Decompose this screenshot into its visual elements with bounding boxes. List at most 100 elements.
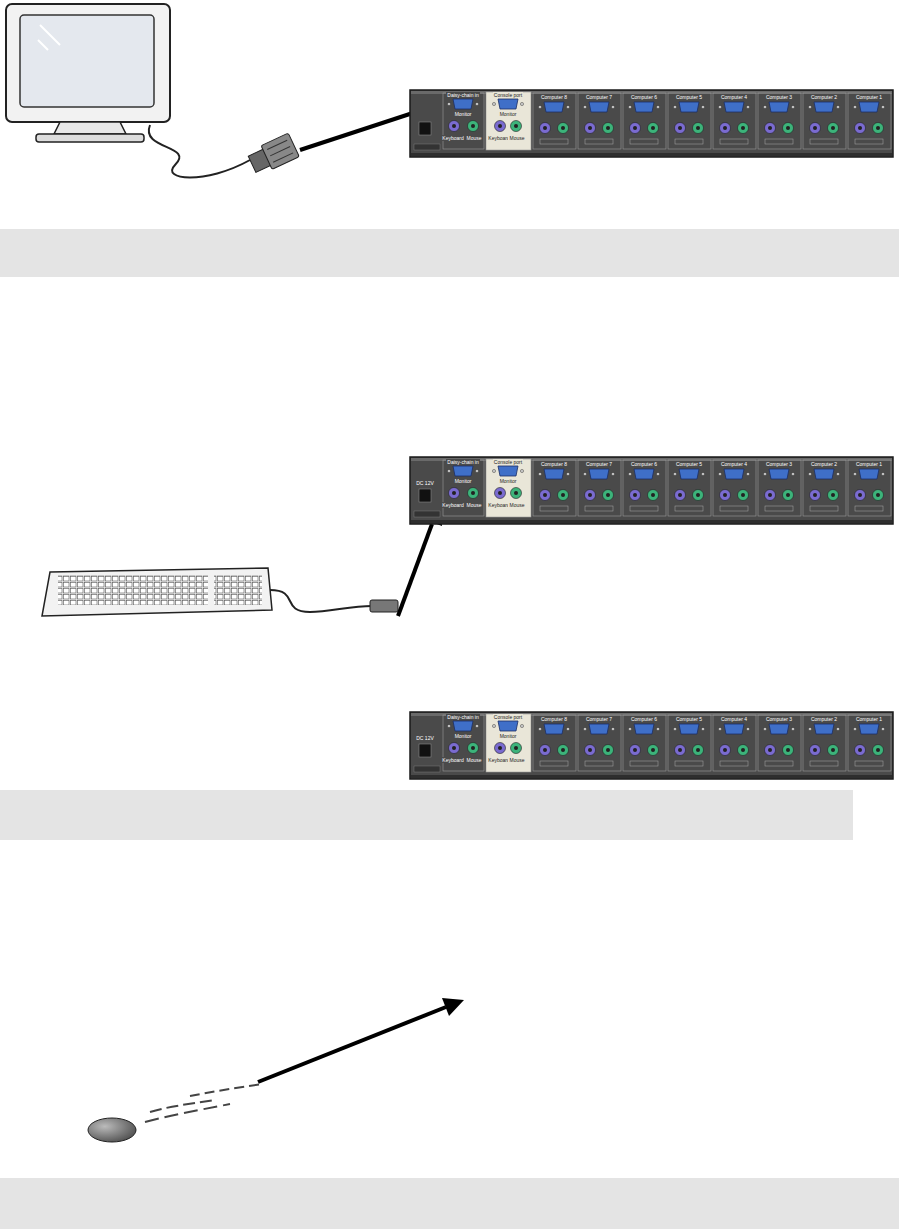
kvm-part (810, 506, 838, 511)
ps2-pin (543, 126, 547, 130)
screw (881, 727, 884, 730)
screw (791, 105, 794, 108)
screw (853, 105, 856, 108)
kvm-part (855, 761, 883, 766)
ps2-pin (741, 748, 745, 752)
vga-port (859, 469, 879, 479)
ps2-port (511, 488, 522, 499)
screw (492, 469, 495, 472)
ps2-port (449, 121, 460, 132)
ps2-pin (768, 748, 772, 752)
ps2-pin (498, 491, 502, 495)
screw (673, 472, 676, 475)
ps2-port (630, 123, 641, 134)
ps2-port (873, 745, 884, 756)
ps2-port (828, 745, 839, 756)
port-label: Keyboard (487, 757, 510, 763)
port-label: Mouse (465, 135, 482, 141)
vga-port (679, 102, 699, 112)
port-group-label: Computer 1 (855, 461, 883, 467)
vga-port (859, 102, 879, 112)
ps2-port (468, 121, 479, 132)
ps2-pin (561, 126, 565, 130)
port-group-label: Computer 5 (675, 461, 703, 467)
screw (808, 472, 811, 475)
ps2-port (540, 123, 551, 134)
ps2-pin (678, 493, 682, 497)
port-group-label: Computer 6 (630, 94, 658, 100)
kvm-part (765, 761, 793, 766)
ps2-pin (452, 124, 456, 128)
vga-port (814, 469, 834, 479)
ps2-port (873, 123, 884, 134)
screw (520, 469, 523, 472)
screw (628, 472, 631, 475)
ps2-port (540, 745, 551, 756)
vga-port (724, 724, 744, 734)
switch (414, 144, 440, 150)
ps2-pin (606, 126, 610, 130)
kvm-part (410, 712, 893, 779)
screw (538, 472, 541, 475)
ps2-port (738, 490, 749, 501)
ps2-port (693, 123, 704, 134)
vga-port (769, 102, 789, 112)
kvm-part (758, 93, 801, 149)
ps2-pin (858, 126, 862, 130)
kvm-part (758, 715, 801, 771)
ps2-pin (831, 493, 835, 497)
ps2-port (585, 490, 596, 501)
vga-port (724, 102, 744, 112)
vga-port (498, 721, 518, 731)
ps2-pin (588, 493, 592, 497)
vga-port (814, 102, 834, 112)
port-group-label: Computer 2 (810, 461, 838, 467)
ps2-pin (876, 493, 880, 497)
ps2-port (855, 745, 866, 756)
ps2-pin (633, 748, 637, 752)
ps2-port (783, 123, 794, 134)
ps2-pin (651, 493, 655, 497)
kvm-part (540, 506, 568, 511)
ps2-pin (543, 748, 547, 752)
port-label: Console port (493, 92, 523, 98)
port-label: Keyboard (441, 135, 464, 141)
ps2-port (765, 745, 776, 756)
port-group-label: Computer 2 (810, 94, 838, 100)
ps2-pin (696, 493, 700, 497)
screw (718, 105, 721, 108)
ps2-port (468, 743, 479, 754)
screw (475, 724, 478, 727)
monitor-figure (6, 4, 299, 178)
kvm-part (765, 506, 793, 511)
port-group-label: Computer 2 (810, 716, 838, 722)
ps2-pin (471, 746, 475, 750)
screw (836, 727, 839, 730)
screw (656, 105, 659, 108)
screw (538, 727, 541, 730)
port-group-label: Computer 1 (855, 94, 883, 100)
kvm-part (623, 93, 666, 149)
kvm-part (848, 715, 891, 771)
screw (808, 105, 811, 108)
screw (611, 472, 614, 475)
ps2-port (765, 490, 776, 501)
vga-port (453, 721, 473, 731)
kvm-part (585, 139, 613, 144)
ps2-port (603, 123, 614, 134)
ps2-pin (452, 746, 456, 750)
port-label: Mouse (508, 502, 525, 508)
kvm-part (668, 93, 711, 149)
kvm-part (411, 775, 892, 778)
kvm-part (486, 459, 531, 517)
kvm-part (758, 460, 801, 516)
kvm-part (803, 460, 846, 516)
ps2-pin (858, 748, 862, 752)
ps2-port (468, 488, 479, 499)
kvm-part (585, 761, 613, 766)
ps2-port (720, 745, 731, 756)
port-label: Keyboard (441, 757, 464, 763)
ps2-port (495, 743, 506, 754)
kvm-part (810, 139, 838, 144)
